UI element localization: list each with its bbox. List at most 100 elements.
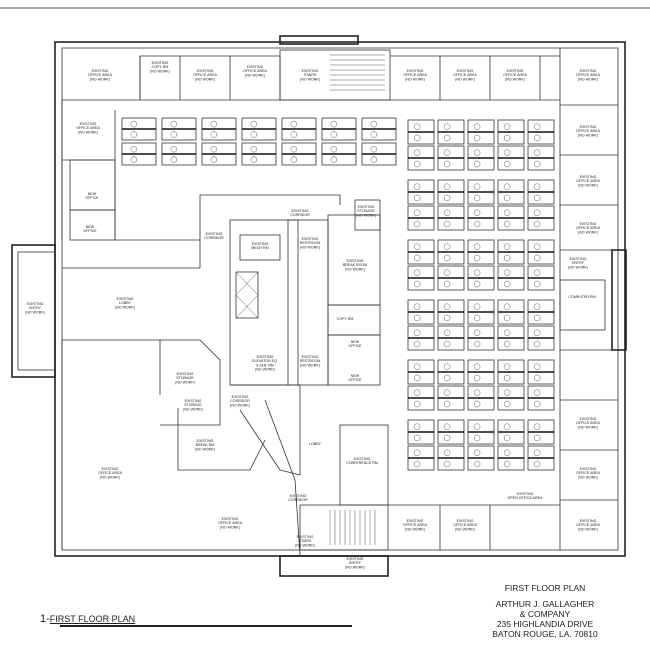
room-label: COPY RM (337, 317, 354, 321)
chair-icon (473, 254, 481, 262)
chair-icon (250, 145, 258, 153)
chair-icon (473, 434, 481, 442)
view-name: FIRST FLOOR PLAN (49, 614, 136, 624)
chair-icon (210, 120, 218, 128)
chair-icon (443, 314, 451, 322)
chair-icon (413, 123, 421, 130)
chair-icon (473, 329, 481, 336)
chair-icon (330, 145, 338, 153)
chair-icon (443, 209, 451, 216)
chair-icon (503, 149, 511, 156)
chair-icon (533, 449, 541, 456)
drawing-title: FIRST FLOOR PLAN (504, 583, 586, 593)
chair-icon (503, 209, 511, 216)
chair-icon (170, 145, 178, 153)
chair-icon (533, 194, 541, 202)
chair-icon (503, 449, 511, 456)
title-underline (60, 625, 352, 627)
view-title: 1-FIRST FLOOR PLAN (40, 613, 135, 625)
chair-icon (473, 460, 481, 468)
chair-icon (210, 145, 218, 153)
chair-icon (533, 220, 541, 228)
chair-icon (503, 183, 511, 190)
chair-icon (533, 374, 541, 382)
chair-icon (473, 269, 481, 276)
chair-icon (443, 123, 451, 130)
chair-icon (250, 156, 258, 163)
chair-icon (413, 254, 421, 262)
chair-icon (130, 145, 138, 153)
chair-icon (443, 220, 451, 228)
chair-icon (170, 120, 178, 128)
chair-icon (443, 280, 451, 288)
chair-icon (413, 220, 421, 228)
chair-icon (473, 303, 481, 310)
chair-icon (473, 314, 481, 322)
south-stairs (329, 510, 376, 545)
chair-icon (443, 194, 451, 202)
chair-icon (533, 183, 541, 190)
title-block: FIRST FLOOR PLAN ARTHUR J. GALLAGHER & C… (470, 583, 620, 639)
chair-icon (413, 374, 421, 382)
chair-icon (533, 400, 541, 408)
chair-icon (503, 400, 511, 408)
chair-icon (503, 340, 511, 348)
chair-icon (473, 209, 481, 216)
chair-icon (503, 374, 511, 382)
chair-icon (413, 280, 421, 288)
chair-icon (413, 194, 421, 202)
chair-icon (533, 280, 541, 288)
chair-icon (413, 449, 421, 456)
address-line-1: 235 HIGHLANDIA DRIVE (496, 619, 594, 629)
chair-icon (503, 220, 511, 228)
chair-icon (473, 123, 481, 130)
chair-icon (473, 149, 481, 156)
chair-icon (503, 363, 511, 370)
chair-icon (443, 434, 451, 442)
chair-icon (473, 363, 481, 370)
chair-icon (533, 303, 541, 310)
chair-icon (330, 131, 338, 138)
chair-icon (413, 423, 421, 430)
chair-icon (503, 269, 511, 276)
chair-icon (533, 269, 541, 276)
chair-icon (330, 156, 338, 163)
room-label: COMPUTER RM (568, 295, 595, 299)
chair-icon (503, 243, 511, 250)
chair-icon (503, 314, 511, 322)
chair-icon (443, 400, 451, 408)
chair-icon (413, 160, 421, 168)
chair-icon (290, 156, 298, 163)
chair-icon (503, 460, 511, 468)
workstation-clusters (121, 117, 555, 471)
chair-icon (473, 423, 481, 430)
chair-icon (210, 156, 218, 163)
chair-icon (413, 303, 421, 310)
chair-icon (503, 134, 511, 142)
